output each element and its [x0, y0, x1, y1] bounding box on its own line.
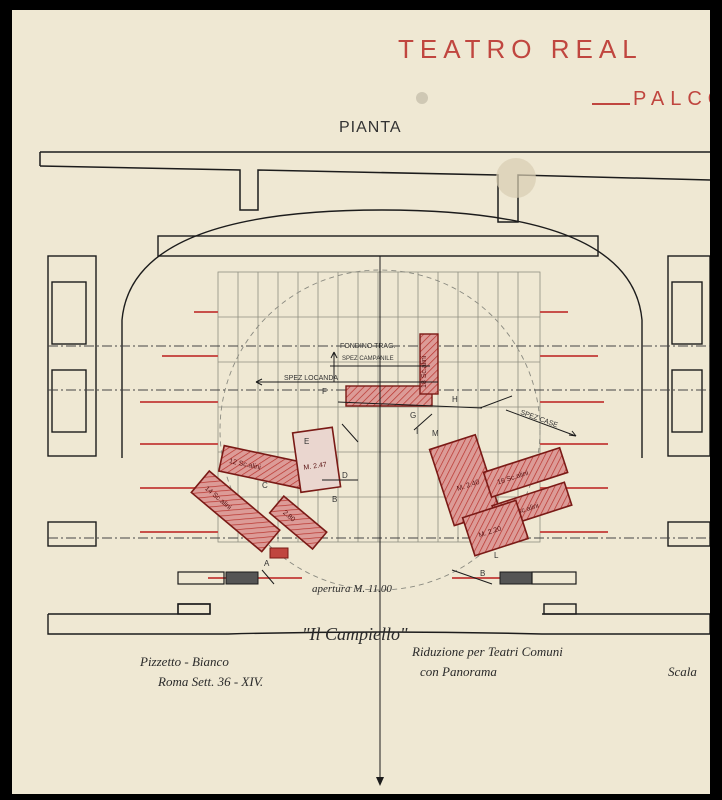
set-pieces-right: M. 2.40 16 Sc.alini 10 Sc.alini M. 2.20	[428, 433, 573, 557]
svg-text:I: I	[416, 427, 418, 436]
svg-text:A: A	[264, 559, 270, 568]
axis-arrow	[376, 777, 384, 786]
label-fondino: FONDINO TRAG.	[340, 343, 396, 350]
stain	[496, 158, 536, 198]
side-boxes-right	[667, 255, 710, 547]
svg-text:B: B	[332, 495, 337, 504]
svg-text:C: C	[262, 481, 268, 490]
svg-text:L: L	[494, 551, 499, 560]
palco-label: PALCO	[633, 88, 710, 110]
set-label-m247: M. 2.47	[303, 461, 327, 471]
set-piece-rear: 18 Sc.alini	[345, 333, 439, 407]
stain	[416, 92, 428, 104]
plan-label: PIANTA	[339, 119, 402, 136]
svg-text:F: F	[322, 387, 327, 396]
svg-text:M: M	[432, 429, 439, 438]
sightlines	[48, 345, 710, 539]
svg-text:H: H	[452, 395, 458, 404]
orchestra-line	[47, 603, 710, 635]
signature-date: Roma Sett. 36 - XIV.	[157, 674, 264, 689]
label-apertura: apertura M. 11.00	[312, 583, 392, 595]
side-boxes-left	[47, 255, 97, 547]
svg-text:G: G	[410, 411, 416, 420]
stage-plan-drawing: TEATRO REAL PALCO PIANTA	[39, 34, 710, 786]
drawing-sheet: TEATRO REAL PALCO PIANTA	[12, 10, 710, 794]
svg-text:D: D	[342, 471, 348, 480]
set-label-18-scalini: 18 Sc.alini	[421, 355, 428, 388]
position-letters: F G H D E B C A I M L B	[262, 387, 499, 578]
play-title: "Il Campiello"	[302, 624, 408, 644]
subtitle-riduzione: Riduzione per Teatri Comuni	[411, 644, 563, 659]
scale-label: Scala	[668, 664, 697, 679]
subtitle-panorama: con Panorama	[420, 664, 497, 679]
svg-text:B: B	[480, 569, 485, 578]
proscenium-arch	[121, 209, 643, 458]
set-pieces-left: 12 Sc.alini 14 Sc.alini M. 2.47 2.80	[190, 426, 342, 559]
label-spez-locanda: SPEZ LOCANDA	[284, 375, 338, 382]
top-wall	[39, 151, 710, 223]
label-spez-case: SPEZ CASE	[519, 409, 559, 429]
theatre-title: TEATRO REAL	[398, 34, 643, 64]
signature-name: Pizzetto - Bianco	[139, 654, 229, 669]
stage-front	[177, 571, 577, 585]
label-spez-campanile: SPEZ CAMPANILE	[342, 356, 394, 362]
svg-text:E: E	[304, 437, 309, 446]
revolve-circle	[219, 269, 541, 591]
